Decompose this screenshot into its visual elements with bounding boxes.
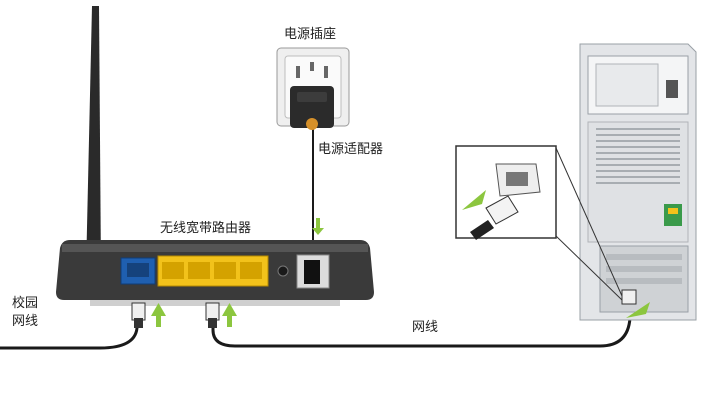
- lan-ports: [157, 255, 269, 287]
- detail-inset: [455, 145, 623, 301]
- ethernet-connector-icon: [470, 163, 541, 240]
- router: [56, 240, 374, 306]
- campus-cable: [0, 317, 141, 350]
- lan-cable-label: 网线: [412, 320, 439, 335]
- campus-cable-label-line1: 校园: [12, 296, 39, 311]
- up-arrow-icon: [151, 303, 166, 327]
- reset-button: [277, 265, 289, 277]
- up-arrow-icon: [626, 302, 650, 318]
- power-plug-icon: [290, 86, 334, 130]
- up-arrow-icon: [312, 228, 324, 235]
- router-label: 无线宽带路由器: [160, 221, 252, 236]
- power-adapter-label: 电源适配器: [318, 142, 384, 157]
- pc-tower: [579, 43, 697, 321]
- lan-cable: [211, 299, 634, 348]
- vent-grid: [596, 128, 680, 184]
- lan-plug: [205, 302, 220, 328]
- wan-plug: [131, 302, 146, 328]
- wan-port: [120, 257, 156, 285]
- power-socket-label: 电源插座: [284, 27, 337, 42]
- up-arrow-icon: [222, 303, 237, 327]
- campus-cable-label-line2: 网线: [12, 314, 39, 329]
- antenna-icon: [84, 6, 103, 276]
- power-jack: [296, 254, 330, 289]
- up-arrow-icon: [462, 190, 486, 210]
